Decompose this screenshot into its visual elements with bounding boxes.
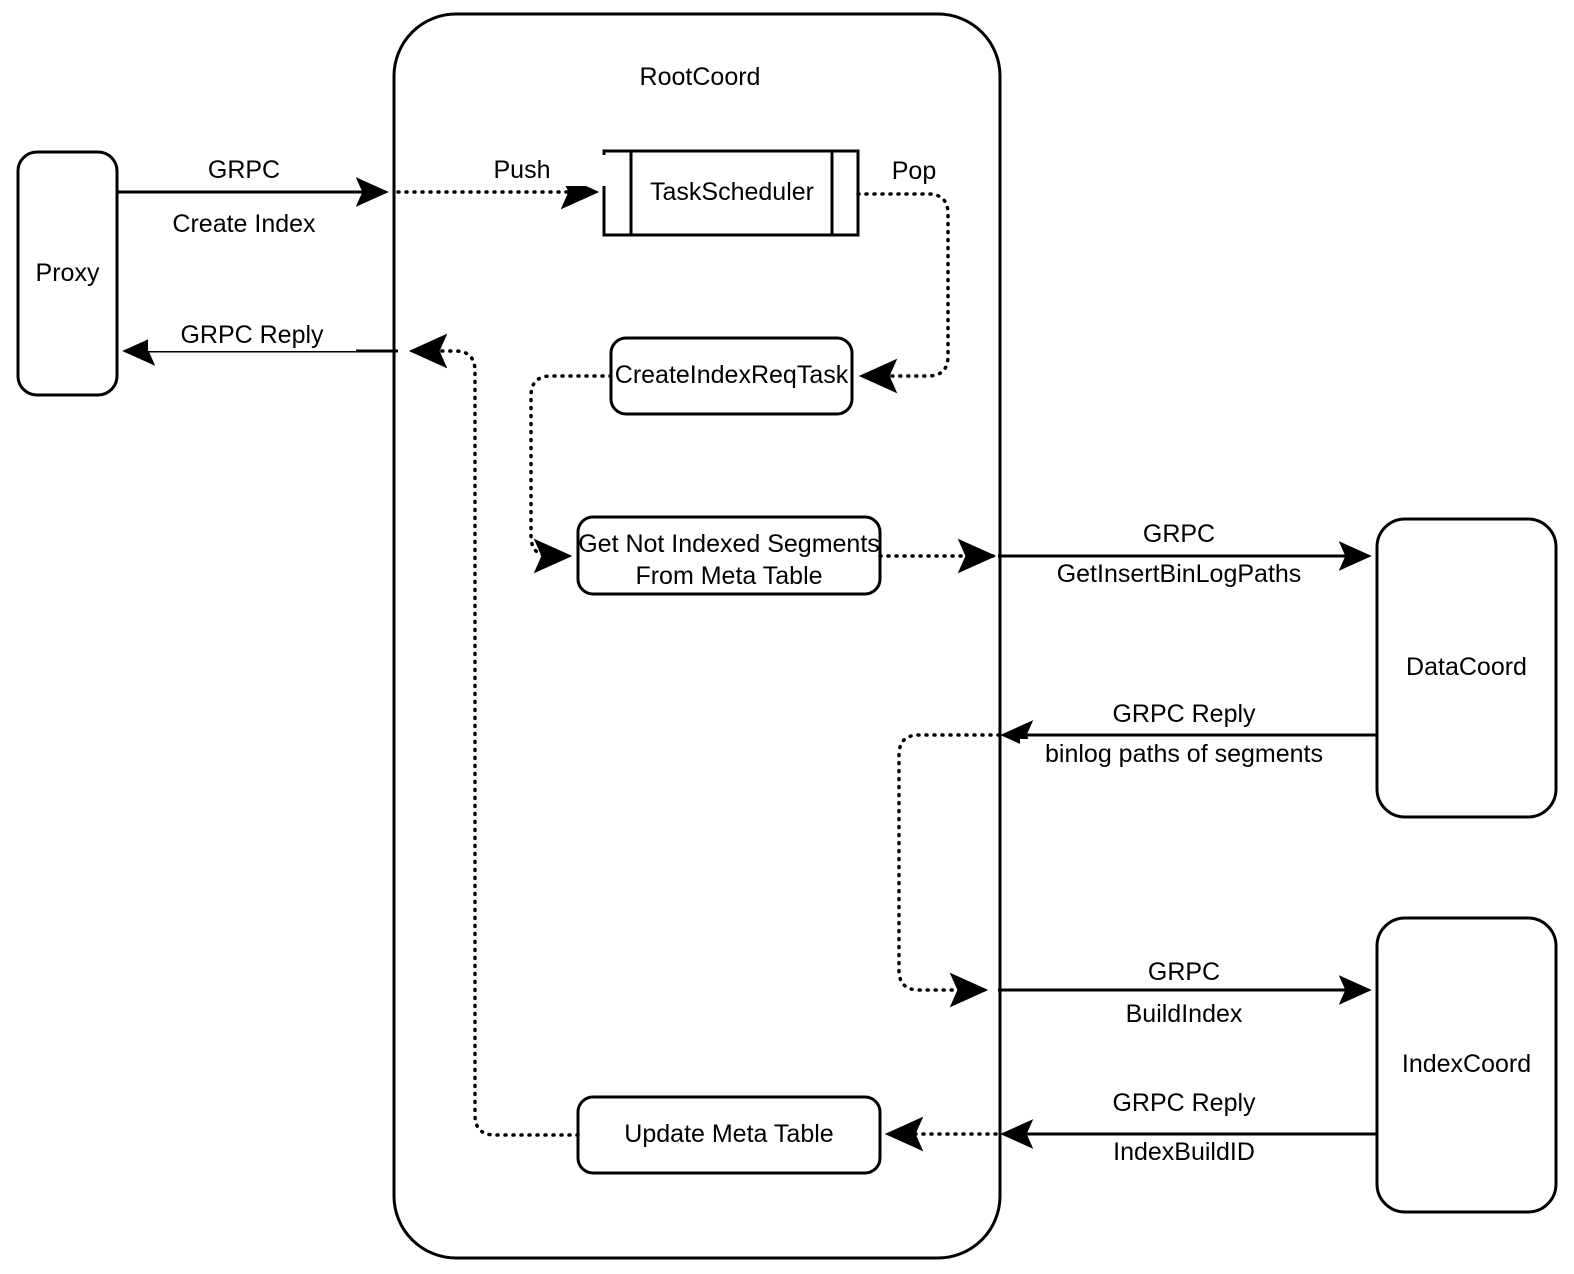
update-meta-table-node[interactable] [576,1095,882,1175]
proxy-node[interactable] [16,150,119,397]
task-scheduler-node[interactable] [602,149,860,237]
edge-task-to-get-segments [529,374,613,574]
create-index-req-task-node[interactable] [609,336,854,416]
rootcoord-container [392,12,1002,1260]
indexcoord-node[interactable] [1375,916,1558,1214]
datacoord-node[interactable] [1375,517,1558,819]
edge-internal-binlog-to-buildindex [897,733,1001,1008]
get-not-indexed-segments-node[interactable] [576,515,882,596]
edge-update-meta-table-to-reply [408,333,580,1137]
